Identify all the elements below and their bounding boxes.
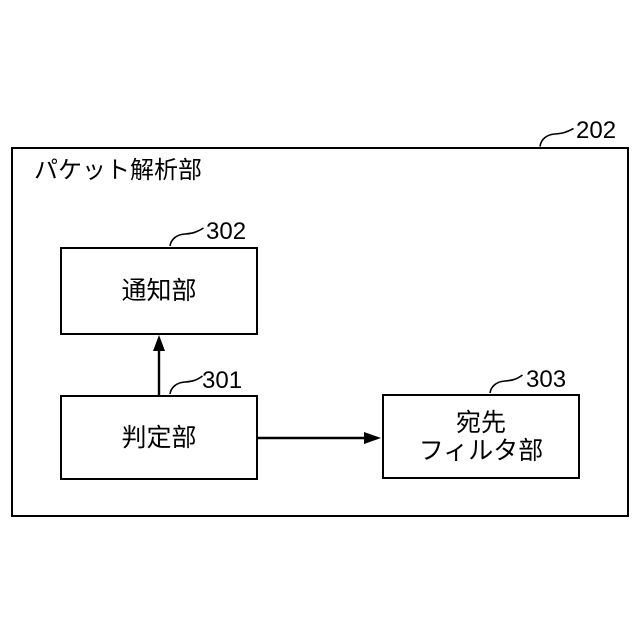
notification-unit-label: 通知部	[121, 277, 197, 305]
ref-303-label: 303	[526, 366, 567, 393]
ref-301-label: 301	[202, 367, 243, 394]
determination-unit-label: 判定部	[121, 423, 197, 452]
packet-analysis-unit-label: パケット解析部	[34, 157, 202, 184]
destination-filter-unit-label: 宛先 フィルタ部	[418, 408, 544, 465]
ref-302-label: 302	[206, 218, 247, 245]
destination-filter-unit-box: 宛先 フィルタ部	[382, 394, 580, 479]
notification-unit-box: 通知部	[60, 247, 258, 335]
leader-line-202	[539, 127, 574, 147]
ref-202-label: 202	[576, 117, 617, 144]
determination-unit-box: 判定部	[60, 395, 258, 480]
